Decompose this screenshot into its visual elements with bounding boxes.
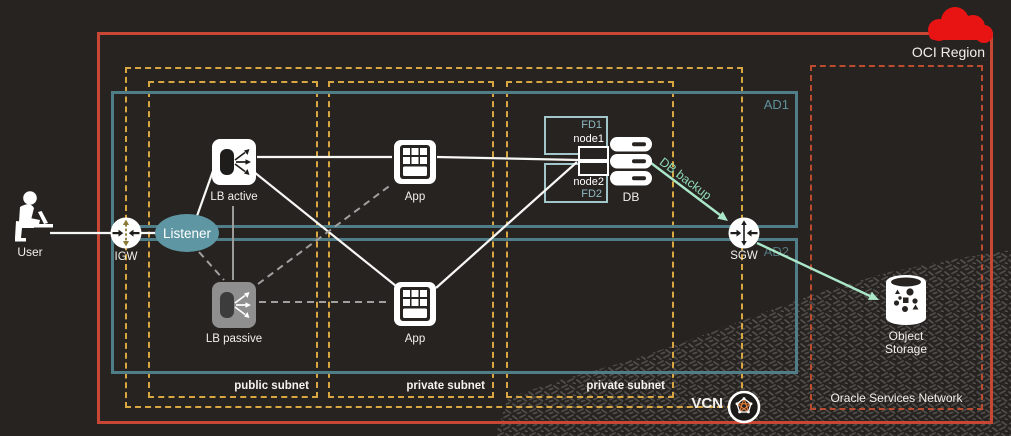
user-icon (15, 191, 53, 242)
oci-region-label: OCI Region (911, 44, 985, 60)
lb-passive-label: LB passive (205, 333, 263, 345)
vcn-icon (727, 390, 761, 424)
node2-box (578, 161, 609, 176)
fd1-box: FD1 (544, 116, 608, 155)
node1-label: node1 (573, 133, 604, 145)
ad1-label: AD1 (763, 97, 789, 112)
vcn-label: VCN (691, 395, 723, 412)
sgw-icon (728, 217, 760, 249)
lb-active-icon (212, 139, 256, 185)
sgw-label: SGW (730, 250, 758, 262)
subnet-label-private-1: private subnet (406, 380, 485, 392)
db-backup-arrowhead-2 (868, 291, 879, 300)
db-backup-arrowhead-1 (717, 211, 728, 221)
lb-passive-icon (212, 282, 256, 328)
listener-node: Listener (155, 214, 219, 252)
oci-region-box (97, 32, 993, 424)
fd1-label: FD1 (581, 119, 602, 131)
igw-label: IGW (114, 251, 138, 263)
db-label: DB (622, 190, 640, 204)
node1-box (578, 146, 609, 161)
ad1-box: AD1 (111, 91, 798, 228)
app-icon-1 (394, 140, 436, 184)
object-storage-label-line2: Storage (884, 342, 928, 356)
object-storage-label-line1: Object (888, 329, 924, 343)
subnet-label-private-2: private subnet (586, 380, 665, 392)
db-icon (610, 137, 652, 186)
lb-active-label: LB active (210, 191, 258, 203)
fd2-label: FD2 (581, 188, 602, 200)
app-label-2: App (404, 333, 426, 345)
app-label-1: App (404, 191, 426, 203)
user-label: User (17, 245, 43, 259)
object-storage-icon (886, 275, 926, 325)
db-backup-label: DB backup (657, 155, 714, 203)
region-cloud-icon (928, 7, 993, 43)
subnet-label-public: public subnet (234, 380, 309, 392)
igw-icon (110, 217, 142, 249)
node2-label: node2 (573, 176, 604, 188)
oracle-services-network-box: Oracle Services Network (810, 65, 983, 410)
app-icon-2 (394, 282, 436, 326)
oracle-services-network-label: Oracle Services Network (830, 391, 963, 405)
